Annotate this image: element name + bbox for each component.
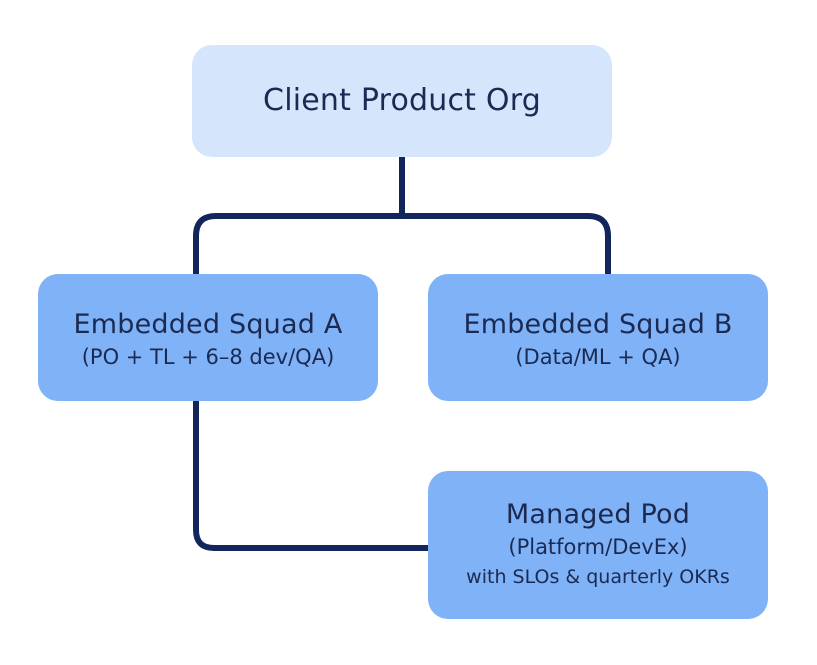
node-embedded-squad-a: Embedded Squad A (PO + TL + 6–8 dev/QA) — [38, 274, 378, 401]
node-managed-pod: Managed Pod (Platform/DevEx) with SLOs &… — [428, 471, 768, 619]
node-title: Embedded Squad A — [73, 309, 343, 341]
node-title: Managed Pod — [505, 499, 691, 531]
node-title: Client Product Org — [263, 83, 541, 119]
node-detail: (Platform/DevEx) — [508, 534, 688, 559]
connector-squad-a-to-pod — [193, 401, 430, 551]
node-detail: (Data/ML + QA) — [515, 345, 681, 370]
connector-root-to-squads — [193, 213, 611, 274]
node-embedded-squad-b: Embedded Squad B (Data/ML + QA) — [428, 274, 768, 401]
node-title: Embedded Squad B — [463, 309, 733, 341]
node-client-product-org: Client Product Org — [192, 45, 612, 157]
node-detail: (PO + TL + 6–8 dev/QA) — [81, 345, 335, 370]
node-detail-secondary: with SLOs & quarterly OKRs — [466, 566, 730, 589]
